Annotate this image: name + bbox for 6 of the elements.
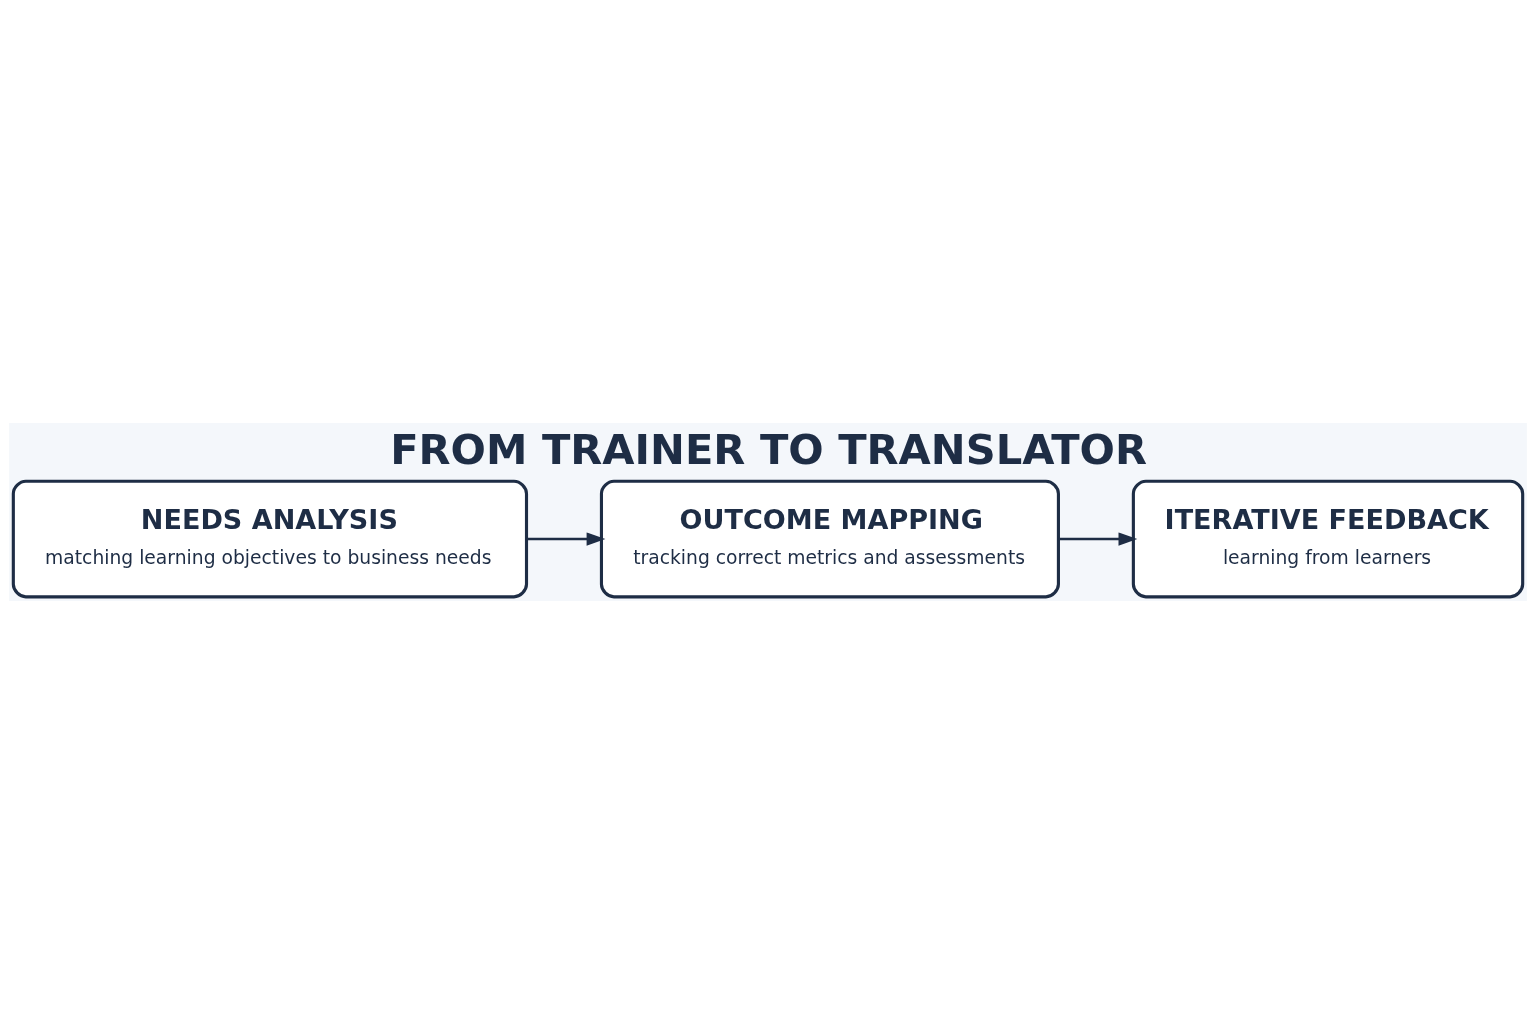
node-box: NEEDS ANALYSIS matching learning objectives to business needs	[11, 479, 529, 599]
node-box: ITERATIVE FEEDBACK learning from learners	[1131, 479, 1525, 599]
arrow	[526, 532, 606, 546]
diagram-title: FROM TRAINER TO TRANSLATOR	[390, 424, 1147, 474]
arrow	[1058, 532, 1138, 546]
node-box: OUTCOME MAPPING tracking correct metrics and assessments	[599, 479, 1060, 599]
